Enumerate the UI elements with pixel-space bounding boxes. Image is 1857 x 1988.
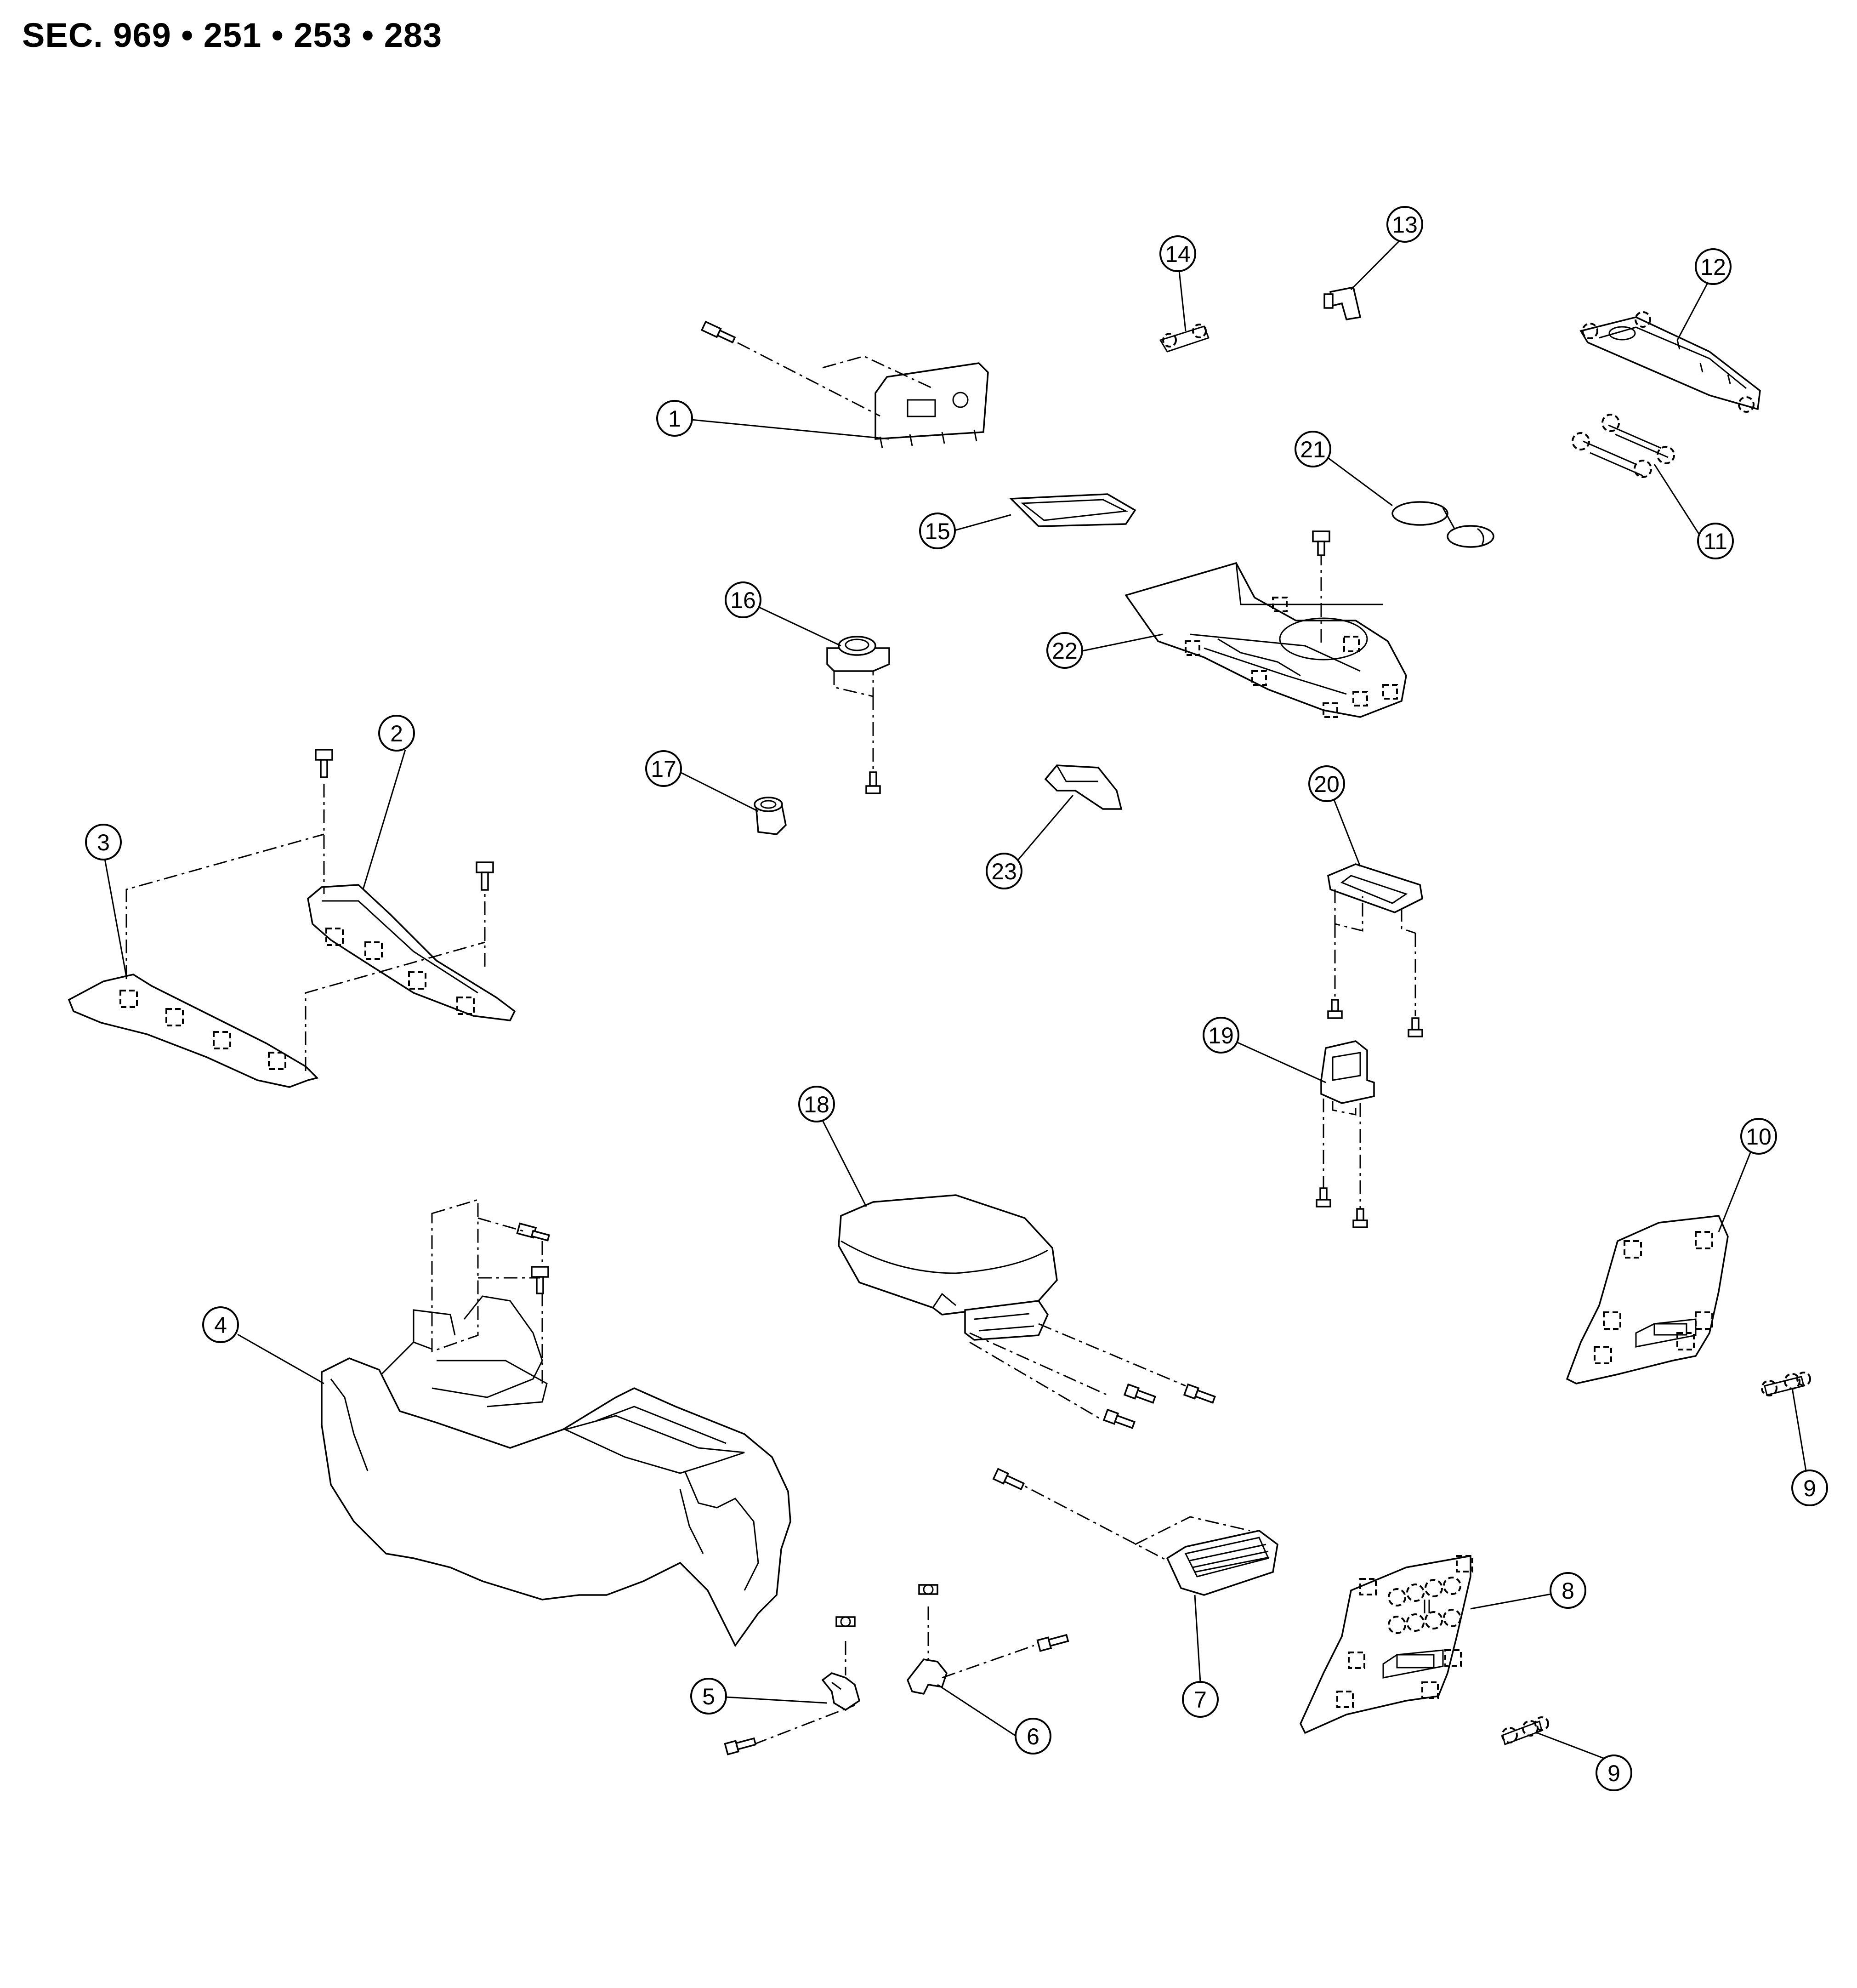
part-4-console-body: [321, 1198, 791, 1647]
part-2-side-finisher: [307, 749, 516, 1021]
callout-10: 10: [1740, 1118, 1777, 1155]
svg-text:22: 22: [1052, 638, 1078, 664]
part-12-finisher-bar: [1579, 311, 1761, 413]
part-14-clip: [1159, 324, 1210, 353]
svg-text:9: 9: [1803, 1475, 1816, 1501]
svg-text:19: 19: [1208, 1023, 1234, 1048]
part-16-switch: [826, 636, 890, 794]
callout-2: 2: [378, 715, 415, 752]
callout-13: 13: [1386, 206, 1423, 243]
svg-text:7: 7: [1194, 1687, 1207, 1713]
svg-text:1: 1: [668, 406, 681, 432]
svg-text:14: 14: [1165, 241, 1191, 267]
part-21-caps: [1391, 501, 1494, 548]
svg-text:9: 9: [1607, 1760, 1620, 1786]
part-15-tray-mat: [1009, 493, 1136, 527]
svg-text:18: 18: [804, 1092, 829, 1117]
svg-text:21: 21: [1300, 437, 1326, 462]
svg-text:16: 16: [730, 587, 756, 613]
leader-lines: [103, 239, 1807, 1760]
callout-19: 19: [1203, 1017, 1239, 1054]
svg-text:17: 17: [651, 756, 676, 782]
part-6-bracket: [907, 1584, 1069, 1695]
svg-text:4: 4: [214, 1312, 227, 1338]
part-10-rear-finisher: [1566, 1215, 1729, 1384]
callout-6: 6: [1015, 1718, 1051, 1754]
callout-16: 16: [725, 581, 761, 618]
part-11-clip-set: [1572, 414, 1675, 478]
callout-9-lower: 9: [1596, 1754, 1632, 1791]
svg-text:6: 6: [1027, 1724, 1039, 1749]
svg-text:12: 12: [1700, 254, 1726, 280]
svg-text:13: 13: [1392, 212, 1418, 238]
part-23-lever-trim: [1044, 764, 1123, 810]
callout-5: 5: [690, 1678, 727, 1715]
callout-1: 1: [656, 400, 693, 437]
part-8-lower-rear-finisher: [1300, 1555, 1473, 1734]
callout-14: 14: [1159, 235, 1196, 272]
part-5-bracket: [724, 1616, 861, 1755]
callout-15: 15: [919, 513, 956, 549]
section-reference: SEC. 969 • 251 • 253 • 283: [22, 16, 443, 54]
svg-text:23: 23: [991, 859, 1017, 884]
callout-18: 18: [798, 1086, 835, 1122]
svg-text:5: 5: [702, 1684, 715, 1709]
svg-text:11: 11: [1704, 529, 1727, 554]
callout-11: 11: [1697, 523, 1734, 559]
callout-8: 8: [1550, 1572, 1586, 1609]
part-13-bracket: [1323, 286, 1362, 320]
part-18-armrest-lid: [838, 1194, 1216, 1429]
part-9-clips-lower: [1501, 1716, 1549, 1745]
svg-text:8: 8: [1562, 1578, 1574, 1604]
callout-7: 7: [1182, 1681, 1219, 1718]
callout-4: 4: [202, 1306, 239, 1343]
callout-17: 17: [645, 750, 682, 787]
callout-22: 22: [1046, 632, 1083, 669]
part-20-switch-bezel: [1327, 863, 1423, 1037]
svg-text:10: 10: [1746, 1124, 1772, 1150]
callout-12: 12: [1695, 248, 1732, 285]
callout-9-upper: 9: [1791, 1470, 1828, 1506]
part-1-finisher: [700, 320, 989, 449]
callout-20: 20: [1308, 765, 1345, 802]
part-3-side-cover: [68, 833, 485, 1088]
callout-21: 21: [1295, 431, 1331, 467]
part-19-switch: [1316, 1040, 1375, 1228]
svg-text:20: 20: [1314, 771, 1340, 797]
svg-text:3: 3: [97, 830, 110, 855]
callout-3: 3: [85, 824, 122, 860]
svg-text:2: 2: [390, 721, 403, 746]
part-17-knob: [754, 797, 787, 835]
part-9-clips-upper: [1761, 1372, 1811, 1396]
part-22-console-finisher: [1124, 530, 1407, 718]
svg-text:15: 15: [925, 518, 950, 544]
callout-23: 23: [986, 853, 1022, 889]
part-7-rear-vent: [992, 1468, 1278, 1596]
